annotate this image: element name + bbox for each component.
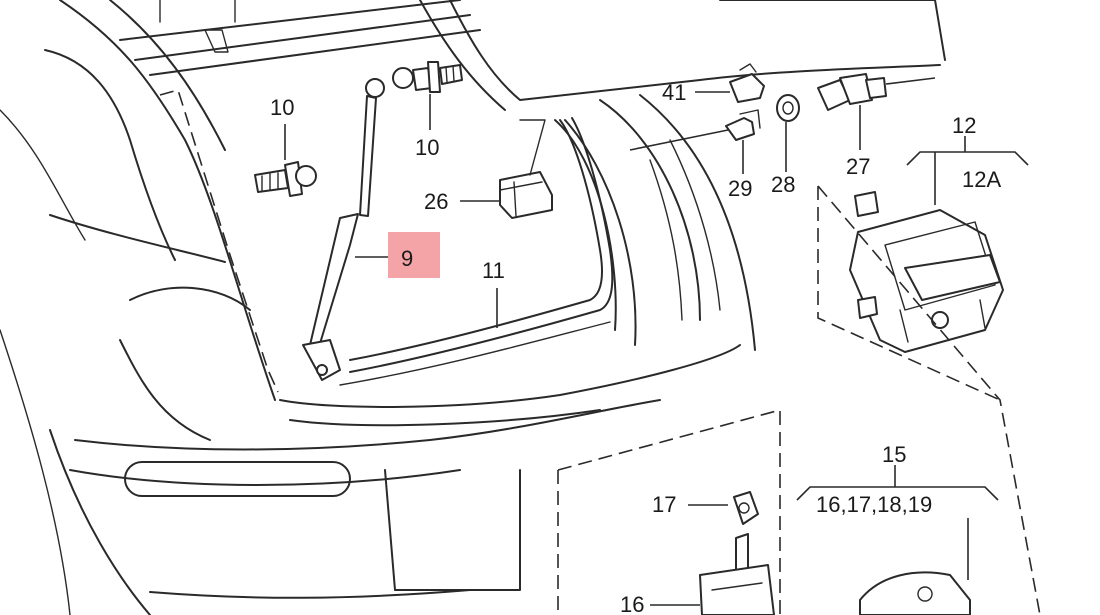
part-9-highlight [388, 232, 440, 278]
label-part-15-group: 16,17,18,19 [816, 492, 932, 517]
label-part-41: 41 [662, 80, 686, 105]
lock-assembly-dashed-boundary [817, 185, 1041, 615]
ball-stud-part-top [392, 61, 463, 93]
label-part-29: 29 [728, 176, 752, 201]
label-part-12a: 12A [962, 167, 1001, 192]
label-part-10-top: 10 [415, 135, 439, 160]
label-part-10-left: 10 [270, 95, 294, 120]
ball-stud-part-left [254, 161, 317, 197]
clip-part-29 [725, 109, 761, 141]
label-part-11: 11 [482, 258, 505, 283]
label-part-28: 28 [771, 172, 795, 197]
label-part-26: 26 [424, 189, 448, 214]
label-part-9: 9 [401, 246, 413, 271]
leader-lines [284, 77, 1029, 606]
gas-strut-part [302, 78, 385, 381]
clip-part-41 [729, 63, 765, 103]
lock-cylinder-assembly-part [557, 408, 971, 615]
car-body-outline [0, 0, 946, 615]
label-part-17: 17 [652, 492, 676, 517]
tailgate-seal-part [339, 117, 614, 386]
bump-stop-part [499, 119, 553, 219]
callout-labels: 9 10 10 11 26 41 29 28 27 12 12A 15 16,1… [270, 80, 1001, 615]
lock-assembly-part [849, 191, 1004, 353]
buffer-part-27 [817, 73, 887, 111]
label-part-16: 16 [620, 592, 644, 615]
grommet-part-28 [776, 94, 800, 122]
label-part-15: 15 [882, 442, 906, 467]
label-part-27: 27 [846, 154, 870, 179]
label-part-12: 12 [952, 113, 976, 138]
